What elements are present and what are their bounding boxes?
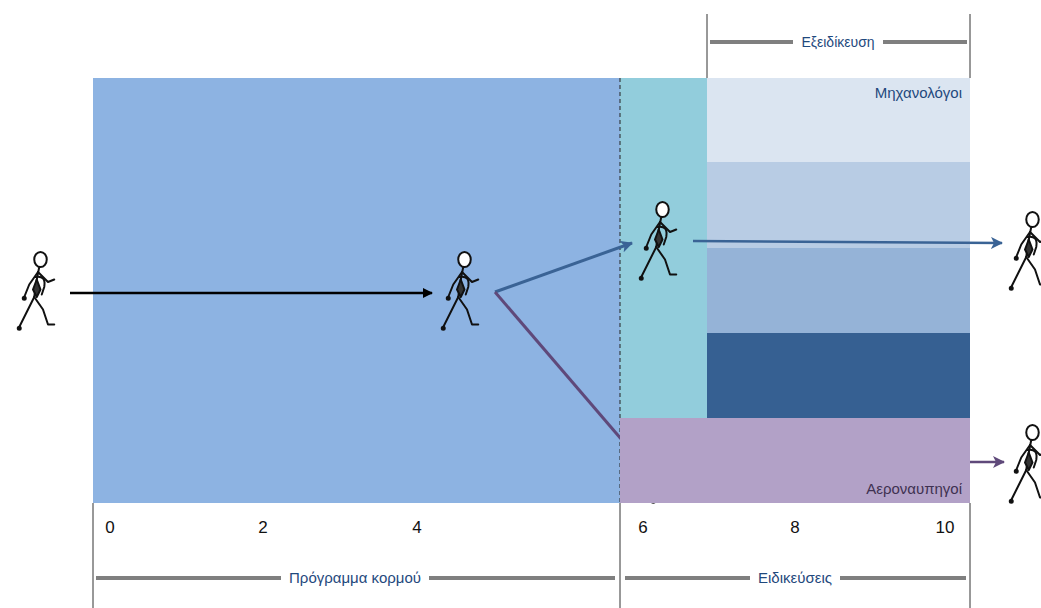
student-figure xyxy=(1010,212,1041,290)
bracket-tick xyxy=(93,503,94,608)
axis-number: 10 xyxy=(936,518,955,538)
path-arrow xyxy=(70,292,432,295)
specialisation-band: Μηχανολόγοι xyxy=(707,78,970,162)
axis-number: 6 xyxy=(638,518,647,538)
path-arrow xyxy=(495,292,640,461)
path-arrow xyxy=(495,243,632,292)
student-figure xyxy=(442,252,479,330)
bracket-tick xyxy=(620,503,621,608)
core-band xyxy=(93,78,620,503)
axis-number: 8 xyxy=(790,518,799,538)
bracket-label: Πρόγραμμα κορμού xyxy=(281,569,429,586)
bracket-tick xyxy=(707,14,708,78)
specialisation-band: Αεροναυπηγοί xyxy=(620,418,970,503)
path-arrow xyxy=(693,241,1002,243)
axis-number: 2 xyxy=(258,518,267,538)
axis-number: 4 xyxy=(412,518,421,538)
stripe xyxy=(707,248,970,333)
student-figure xyxy=(18,252,55,330)
stripe xyxy=(707,333,970,418)
bracket-label: Εξειδίκευση xyxy=(793,34,882,50)
bracket-tick xyxy=(970,14,971,78)
band-label: Αεροναυπηγοί xyxy=(866,480,962,497)
stripe xyxy=(707,162,970,248)
student-figure xyxy=(640,202,677,280)
bracket-label: Ειδικεύσεις xyxy=(750,569,840,586)
axis-number: 0 xyxy=(105,518,114,538)
band-label: Μηχανολόγοι xyxy=(875,84,962,101)
transition-column xyxy=(620,78,707,418)
bracket-tick xyxy=(970,503,971,608)
student-figure xyxy=(1010,425,1041,503)
